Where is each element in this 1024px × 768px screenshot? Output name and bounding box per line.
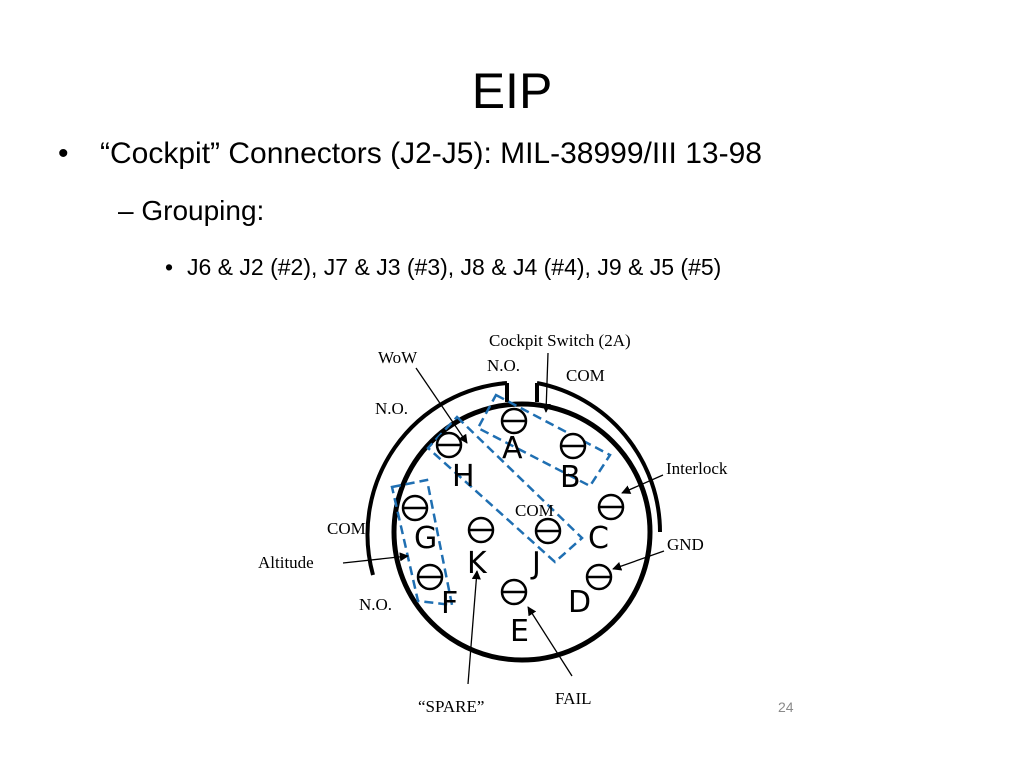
- pin-letter: C: [588, 521, 609, 556]
- arrow-altitude: [342, 552, 409, 564]
- pin-g: G: [401, 494, 437, 556]
- label-gnd: GND: [667, 535, 704, 554]
- bullet-3-text: J6 & J2 (#2), J7 & J3 (#3), J8 & J4 (#4)…: [187, 254, 722, 280]
- pin-letter: F: [441, 586, 458, 621]
- page-number: 24: [778, 699, 794, 715]
- group-box-h-j: [426, 415, 584, 564]
- pin-j: J: [530, 517, 562, 581]
- label-com-left: COM: [327, 519, 366, 538]
- arrow-cockpit-switch: [541, 352, 551, 413]
- label-no-bottom: N.O.: [359, 595, 392, 614]
- pin-letter: A: [502, 431, 523, 466]
- connector-shell-right: [536, 381, 662, 533]
- pin-letter: H: [452, 459, 475, 494]
- pin-letter: G: [414, 521, 437, 556]
- arrow-spare: [467, 570, 481, 685]
- pin-h: H: [435, 431, 475, 494]
- pin-e: E: [500, 578, 529, 649]
- arrow-gnd: [612, 550, 665, 571]
- label-no-left: N.O.: [375, 399, 408, 418]
- label-no-top: N.O.: [487, 356, 520, 375]
- bullet-dot-icon: •: [58, 137, 69, 170]
- dash-marker: –: [118, 195, 134, 226]
- pin-group: A B C D E: [401, 407, 625, 649]
- pin-b: B: [559, 432, 587, 495]
- connector-shell-left: [365, 381, 508, 576]
- label-fail: FAIL: [555, 689, 592, 708]
- pin-c: C: [588, 493, 625, 556]
- connector-inner-ring: [391, 401, 653, 663]
- label-altitude: Altitude: [258, 553, 314, 572]
- arrow-wow: [415, 367, 468, 444]
- pin-letter: B: [560, 460, 581, 495]
- pin-letter: J: [530, 546, 541, 581]
- pin-letter: K: [467, 546, 488, 581]
- pin-d: D: [568, 563, 613, 620]
- pin-letter: D: [568, 585, 591, 620]
- bullet-2-text: Grouping:: [141, 195, 265, 226]
- bullet-level-1: • “Cockpit” Connectors (J2-J5): MIL-38999…: [58, 137, 762, 171]
- arrow-fail: [527, 606, 573, 677]
- label-com-top: COM: [566, 366, 605, 385]
- bullet-1-text: “Cockpit” Connectors (J2-J5): MIL-38999/…: [100, 137, 762, 170]
- bullet-dot-icon: •: [165, 254, 174, 280]
- pin-letter: E: [510, 614, 529, 649]
- bullet-level-2: – Grouping:: [118, 195, 264, 227]
- label-wow: WoW: [378, 348, 418, 367]
- label-com-center: COM: [515, 501, 554, 520]
- bullet-level-3: • J6 & J2 (#2), J7 & J3 (#3), J8 & J4 (#4…: [165, 254, 721, 281]
- arrow-interlock: [621, 474, 664, 494]
- pin-a: A: [500, 407, 528, 466]
- label-cockpit-switch: Cockpit Switch (2A): [489, 331, 631, 350]
- pin-k: K: [467, 516, 495, 581]
- slide-title: EIP: [471, 63, 553, 119]
- label-spare: “SPARE”: [418, 697, 484, 716]
- pin-f: F: [416, 563, 458, 621]
- label-interlock: Interlock: [666, 459, 728, 478]
